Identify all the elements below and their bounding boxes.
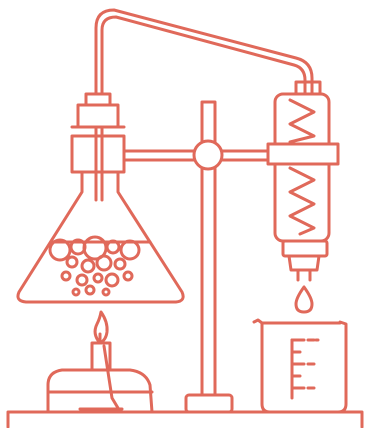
burner — [46, 310, 154, 414]
rubber-stopper — [76, 103, 120, 129]
condenser — [266, 80, 340, 282]
condenser-top-cap — [294, 80, 322, 96]
bench — [6, 410, 364, 428]
stand-rod — [200, 100, 217, 397]
coil-upper — [288, 98, 316, 144]
bubbles — [48, 235, 141, 297]
drip — [294, 285, 314, 314]
flask-body — [16, 170, 185, 304]
coil-lower — [288, 166, 316, 236]
beaker — [252, 318, 348, 414]
flask-neck-clamp — [70, 134, 126, 174]
condenser-outlet — [281, 239, 329, 258]
condenser-clamp — [266, 142, 340, 166]
delivery-tube — [94, 8, 314, 96]
beaker-body — [252, 318, 348, 414]
ring-stand — [122, 100, 272, 414]
burner-handle — [102, 344, 120, 410]
stopper — [70, 92, 126, 202]
condenser-jacket — [273, 92, 331, 243]
clamp-boss — [192, 139, 224, 171]
stand-base — [184, 393, 234, 414]
burner-body — [46, 368, 154, 414]
flask — [16, 170, 185, 304]
flame — [93, 310, 109, 345]
